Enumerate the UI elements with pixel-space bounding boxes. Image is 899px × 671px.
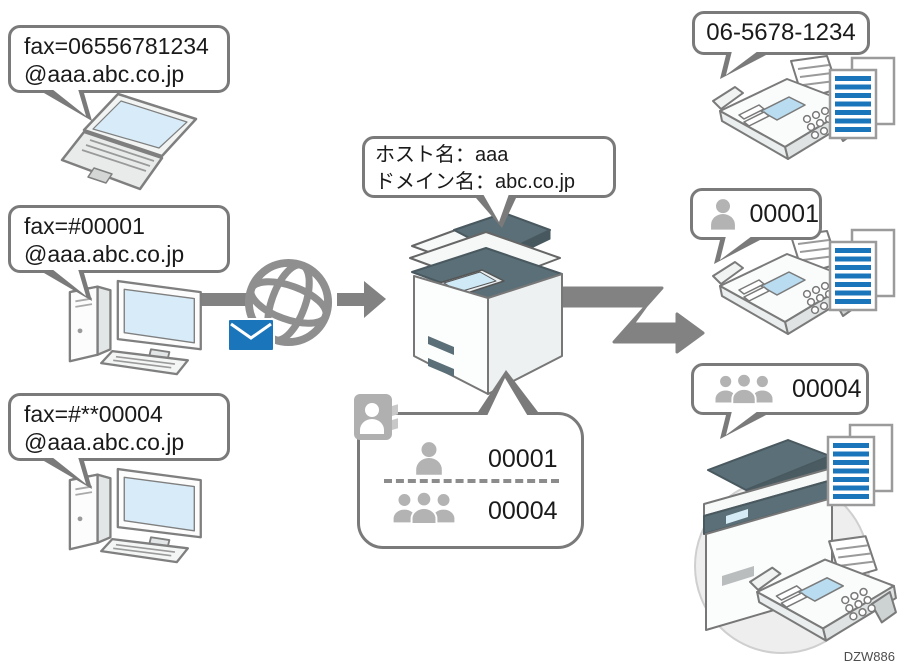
sender-2-bubble-tail — [44, 269, 92, 301]
flow-arrow-mfp-to-receivers — [549, 286, 705, 354]
group-icon — [714, 374, 774, 404]
address-book-divider — [384, 479, 559, 483]
mfp-domain-name: ドメイン名：abc.co.jp — [375, 171, 576, 193]
laptop-icon — [60, 92, 198, 191]
receiver-3-number: 00004 — [792, 374, 862, 403]
received-documents-icon — [828, 56, 896, 140]
flow-arrow-internet-to-mfp — [337, 281, 386, 318]
fax-machine-icon — [749, 535, 897, 642]
receiver-3-number-bubble: 00004 — [691, 363, 869, 415]
address-book-bubble-tail — [478, 370, 538, 418]
address-book-entry-person — [414, 439, 444, 477]
sender-3-address-bubble: fax=#**00004 @aaa.abc.co.jp — [8, 393, 230, 461]
sender-1-address-line2: @aaa.abc.co.jp — [24, 60, 185, 87]
receiver-2-number-bubble: 00001 — [690, 188, 822, 240]
sender-2-address-line2: @aaa.abc.co.jp — [24, 240, 185, 267]
mfp-printer-icon — [409, 212, 563, 395]
address-book-entry-person-number: 00001 — [488, 445, 558, 473]
address-book-entry-group-number: 00004 — [488, 497, 558, 525]
receiver-1-bubble-tail — [720, 51, 766, 79]
mfp-host-bubble-tail — [476, 194, 516, 228]
sender-2-address-line1: fax=#00001 — [24, 213, 145, 239]
received-documents-icon — [828, 228, 896, 312]
receiver-2-bubble-tail — [714, 236, 760, 264]
flow-arrow-senders-to-internet — [194, 293, 246, 306]
sender-1-bubble-tail — [44, 89, 92, 121]
address-book-icon — [354, 394, 398, 440]
receiver-1-fax-number: 06-5678-1234 — [706, 19, 856, 46]
sender-2-address-bubble: fax=#00001 @aaa.abc.co.jp — [8, 205, 230, 273]
person-icon — [416, 442, 442, 475]
person-icon — [711, 199, 735, 230]
mfp-address-book-bubble: 00001 00004 — [357, 412, 584, 549]
mfp-host-name: ホスト名：aaa — [375, 144, 509, 166]
sender-3-address-line1: fax=#**00004 — [24, 401, 163, 427]
sender-1-address-line1: fax=06556781234 — [24, 33, 209, 59]
address-book-entry-group — [392, 491, 456, 525]
mfp-host-domain-bubble: ホスト名：aaa ドメイン名：abc.co.jp — [362, 136, 616, 198]
sender-3-address-line2: @aaa.abc.co.jp — [24, 428, 185, 455]
sender-1-address-bubble: fax=06556781234 @aaa.abc.co.jp — [8, 25, 230, 93]
received-documents-icon — [826, 423, 894, 507]
email-envelope-icon — [227, 318, 275, 352]
group-icon — [392, 492, 456, 524]
receiver-2-number: 00001 — [749, 199, 819, 228]
sender-3-bubble-tail — [44, 457, 92, 489]
receiver-1-number-bubble: 06-5678-1234 — [692, 11, 870, 55]
receiver-3-bubble-tail — [720, 411, 766, 439]
figure-code: DZW886 — [843, 649, 895, 664]
